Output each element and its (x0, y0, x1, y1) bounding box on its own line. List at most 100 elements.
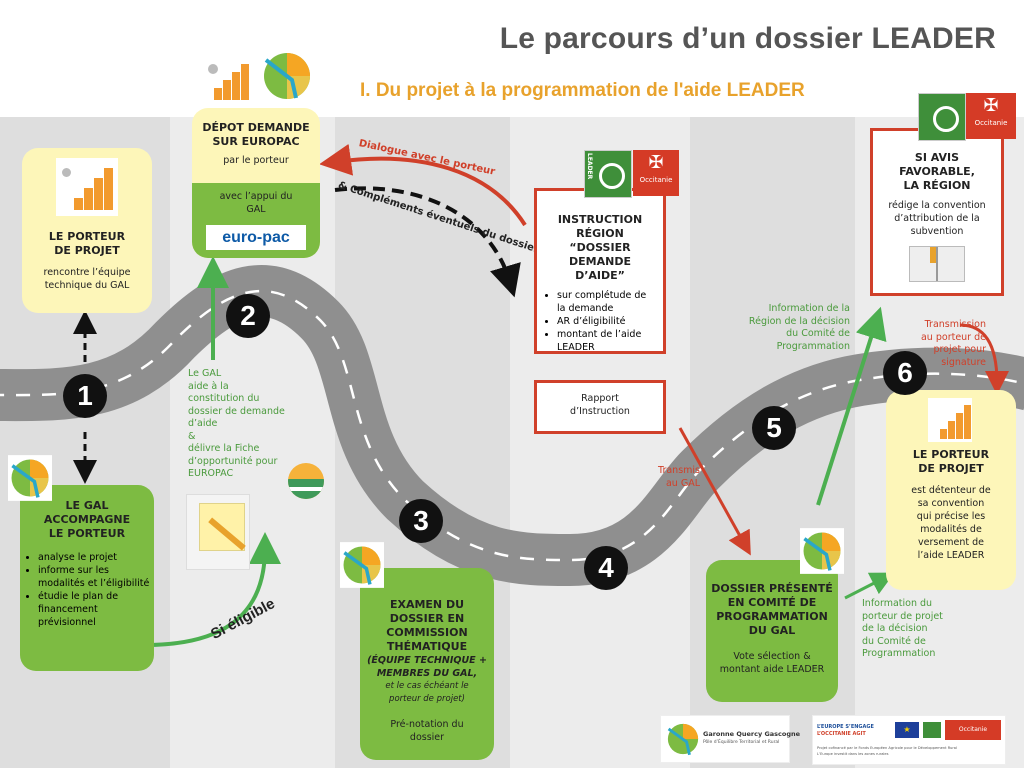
step-2: 2 (226, 294, 270, 338)
instruction-box: INSTRUCTION RÉGION “DOSSIER DEMANDE D’AI… (534, 188, 666, 354)
transmission-line: projet pour (933, 344, 986, 355)
transmission-label: Transmission au porteur de projet pour s… (906, 319, 986, 369)
porteur-body-1: rencontre l’équipe (43, 267, 131, 278)
gal-title-1: LE GAL (65, 499, 109, 512)
info-region-line: Information de la (768, 303, 850, 314)
europac-logo: euro-pac (206, 225, 306, 250)
leader-logo-text: LEADER (586, 153, 593, 180)
europe-footer-logos: L’EUROPE S’ENGAGE L’OCCITANIE AGIT ★ Occ… (812, 715, 1006, 765)
stairs-icon (56, 158, 118, 216)
eu-slogan-2: L’OCCITANIE AGIT (817, 731, 866, 737)
porteur-final-body-line: qui précise les (916, 511, 986, 522)
eu-flag-icon: ★ (895, 722, 919, 738)
step-5: 5 (752, 406, 796, 450)
occitanie-logo: ✠ Occitanie (633, 150, 679, 196)
depot-title-1: DÉPOT DEMANDE (202, 121, 310, 134)
avis-box: SI AVIS FAVORABLE, LA RÉGION rédige la c… (870, 128, 1004, 296)
document-pen-icon (186, 494, 250, 570)
gal-note: Le GAL aide à la constitution du dossier… (188, 368, 316, 481)
step-6: 6 (883, 351, 927, 395)
gal-note-line: EUROPAC (188, 468, 234, 479)
info-region-line: du Comité de (786, 328, 850, 339)
info-porteur-line: de la décision (862, 623, 928, 634)
avis-title-line: SI AVIS (914, 151, 960, 164)
info-porteur-line: du Comité de (862, 635, 926, 647)
porteur-final-title-line: LE PORTEUR (912, 448, 990, 461)
gal-item: étudie le plan de financement prévisionn… (38, 590, 150, 629)
instruction-title-line: RÉGION “DOSSIER (569, 227, 631, 254)
instruction-item: AR d’éligibilité (557, 315, 655, 328)
porteur-box: LE PORTEUR DE PROJET rencontre l’équipe … (22, 148, 152, 313)
info-region-line: Région de la décision (748, 315, 850, 327)
examen-title-line: EXAMEN DU (389, 598, 465, 611)
comite-title-line: DU GAL (748, 624, 796, 637)
depot-title-2: SUR EUROPAC (212, 135, 300, 148)
gal-note-line: aide à la (188, 380, 229, 392)
stairs-icon (928, 398, 972, 442)
gqg-subname: Pôle d’Équilibre Territorial et Rural (703, 740, 780, 745)
gal-note-line: d’aide (188, 418, 218, 429)
step-1: 1 (63, 374, 107, 418)
examen-title-line: DOSSIER EN (389, 612, 465, 625)
depot-body-2: avec l’appui du (219, 191, 293, 202)
avis-title-line: FAVORABLE, (899, 165, 975, 178)
step-4: 4 (584, 546, 628, 590)
instruction-item: montant de l’aide LEADER (557, 328, 655, 354)
leader-logo: LEADER (584, 150, 632, 198)
gqg-name: Garonne Quercy Gascogne (703, 730, 801, 738)
page-title: Le parcours d’un dossier LEADER (499, 22, 996, 55)
examen-body-line: Pré-notation du (390, 719, 464, 730)
porteur-final-title-line: DE PROJET (918, 462, 984, 475)
comite-body-line: Vote sélection & (733, 651, 811, 662)
instruction-title-line: INSTRUCTION (557, 213, 643, 226)
occitanie-logo: ✠ Occitanie (966, 93, 1016, 139)
rapport-line: d’Instruction (570, 406, 630, 417)
comite-title-line: DOSSIER PRÉSENTÉ (711, 582, 833, 595)
gal-item: informe sur les modalités et l’éligibili… (38, 564, 150, 590)
rapport-box: Rapport d’Instruction (534, 380, 666, 434)
page-subtitle: I. Du projet à la programmation de l'aid… (360, 80, 805, 101)
examen-italic-line: (ÉQUIPE TECHNIQUE + (367, 655, 487, 666)
porteur-title-2: DE PROJET (54, 244, 120, 257)
porteur-final-body-line: sa convention (917, 498, 985, 509)
step-3: 3 (399, 499, 443, 543)
depot-body-3: GAL (246, 204, 266, 215)
transmission-line: Transmission (924, 319, 986, 330)
depot-body-1: par le porteur (223, 155, 289, 166)
examen-box: EXAMEN DU DOSSIER EN COMMISSION THÉMATIQ… (360, 568, 494, 760)
avis-body-line: subvention (910, 226, 964, 237)
info-porteur-line: porteur de projet (862, 610, 943, 622)
eu-note: Projet cofinancé par le Fonds Européen A… (817, 746, 958, 750)
eu-slogan-1: L’EUROPE S’ENGAGE (817, 724, 874, 730)
gal-note-line: d’opportunité pour (188, 455, 278, 467)
depot-box: DÉPOT DEMANDE SUR EUROPAC par le porteur… (192, 108, 320, 258)
examen-title-line: THÉMATIQUE (386, 640, 468, 653)
comite-title-line: EN COMITÉ DE (727, 596, 817, 609)
avis-body-line: d’attribution de la (894, 213, 980, 224)
gqg-logo-icon (667, 723, 699, 756)
info-region-line: Programmation (776, 340, 850, 352)
gal-note-line: Le GAL (188, 368, 222, 379)
region-logo-icon (288, 463, 324, 499)
info-porteur-label: Information du porteur de projet de la d… (862, 598, 962, 661)
examen-body-line: dossier (409, 732, 445, 743)
transmis-label: Transmis au GAL (640, 465, 700, 490)
gal-box: LE GAL ACCOMPAGNE LE PORTEUR analyse le … (20, 485, 154, 671)
porteur-final-body-line: est détenteur de (911, 485, 991, 496)
transmission-line: signature (941, 356, 986, 368)
gal-note-line: dossier de demande (188, 405, 285, 417)
comite-box: DOSSIER PRÉSENTÉ EN COMITÉ DE PROGRAMMAT… (706, 560, 838, 702)
info-region-label: Information de la Région de la décision … (728, 303, 850, 353)
gqg-logo-icon (340, 542, 384, 588)
gal-title-2: ACCOMPAGNE (43, 513, 131, 526)
gqg-footer-logo: Garonne Quercy Gascogne Pôle d’Équilibre… (660, 715, 800, 763)
info-porteur-line: Programmation (862, 648, 936, 659)
info-porteur-line: Information du (862, 598, 933, 609)
gal-note-line: constitution du (188, 393, 260, 404)
gal-item: analyse le projet (38, 551, 150, 564)
occitanie-logo-text: Occitanie (974, 119, 1008, 127)
rapport-line: Rapport (581, 393, 619, 404)
transmis-line: au GAL (665, 477, 700, 489)
